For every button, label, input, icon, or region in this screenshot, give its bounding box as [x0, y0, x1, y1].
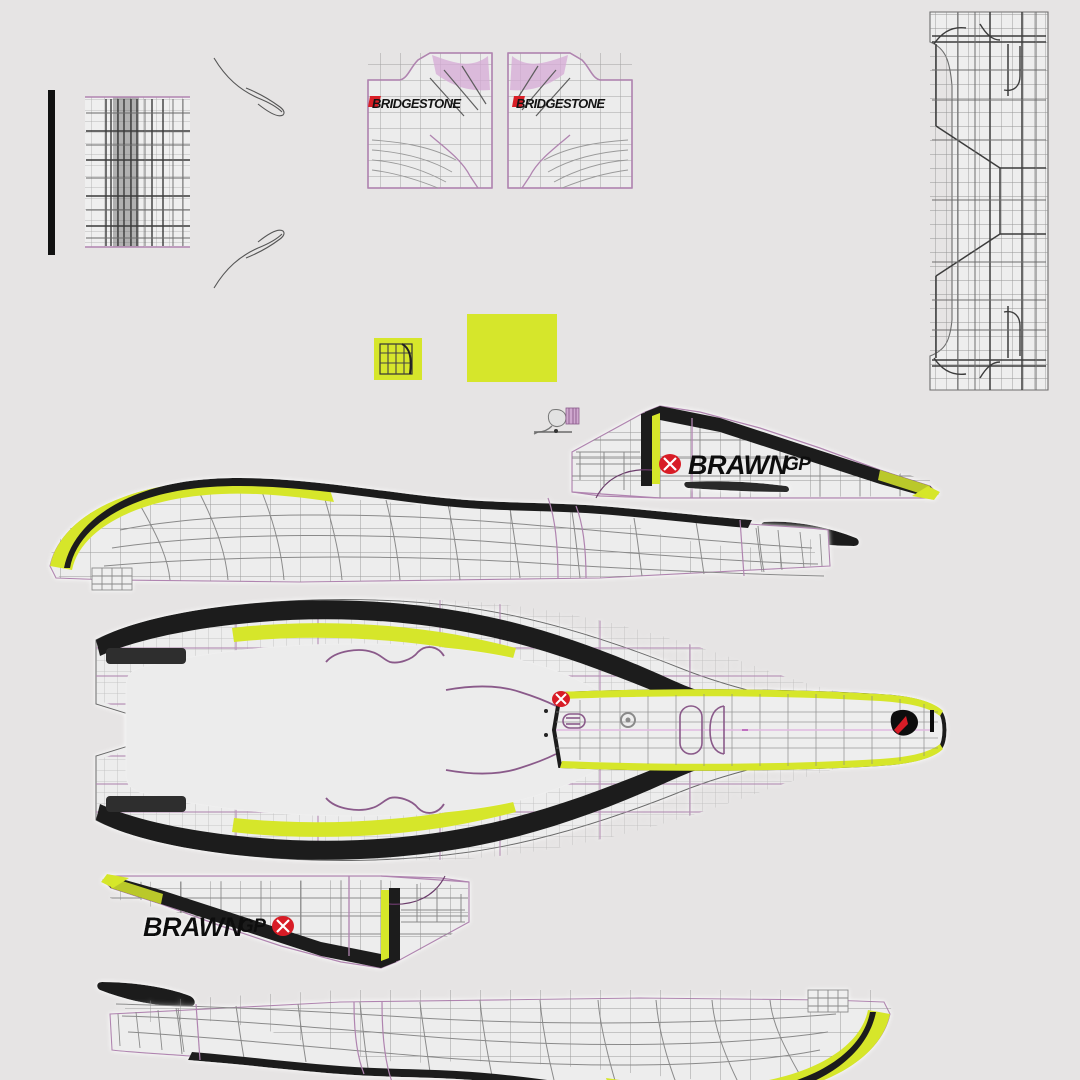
bridgestone-logo-mirrored-text: BRIDGESTONE [516, 96, 605, 111]
sidepod-upper-uv-island [48, 478, 831, 591]
tail-sponsor-mark [890, 709, 934, 736]
engine-cover-upper-uv-island: BRAWN GP [571, 405, 940, 500]
brawn-gp-logo-lower: BRAWN GP [143, 912, 267, 942]
virgin-roundel-upper [659, 454, 681, 474]
virgin-roundel-nose [552, 691, 570, 707]
scale-reference-bar [48, 90, 55, 255]
wing-mirror-uv-island [533, 407, 580, 435]
bridgestone-sidewall-uv-island: BRIDGESTONE [367, 52, 493, 189]
tail-vent-glyphs [679, 705, 725, 755]
bridgestone-logo-mirrored: BRIDGESTONE [512, 96, 606, 111]
brawn-logo-lower-text: BRAWN [143, 912, 243, 942]
gp-logo-lower-text: GP [239, 916, 266, 937]
bridgestone-sidewall-uv-island-mirrored: BRIDGESTONE [507, 52, 633, 189]
nose-profile-curve-upper [213, 57, 285, 117]
wheel-rim-uv-island [929, 11, 1049, 391]
yellow-colour-chip-large [467, 314, 557, 382]
nose-profile-curve-lower [213, 229, 285, 289]
engine-cover-lower-uv-island-mirrored: BRAWN GP [101, 874, 470, 969]
brawn-gp-logo-upper: BRAWN GP [688, 450, 812, 480]
brawn-logo-text: BRAWN [688, 450, 788, 480]
yellow-colour-chip-small [374, 338, 422, 380]
sidepod-lower-uv-island-mirrored [109, 989, 892, 1080]
gp-logo-text: GP [784, 454, 811, 475]
bridgestone-logo: BRIDGESTONE [368, 96, 462, 111]
tyre-tread-uv-island [85, 96, 190, 248]
virgin-roundel-lower [272, 916, 294, 936]
bridgestone-logo-text: BRIDGESTONE [372, 96, 461, 111]
